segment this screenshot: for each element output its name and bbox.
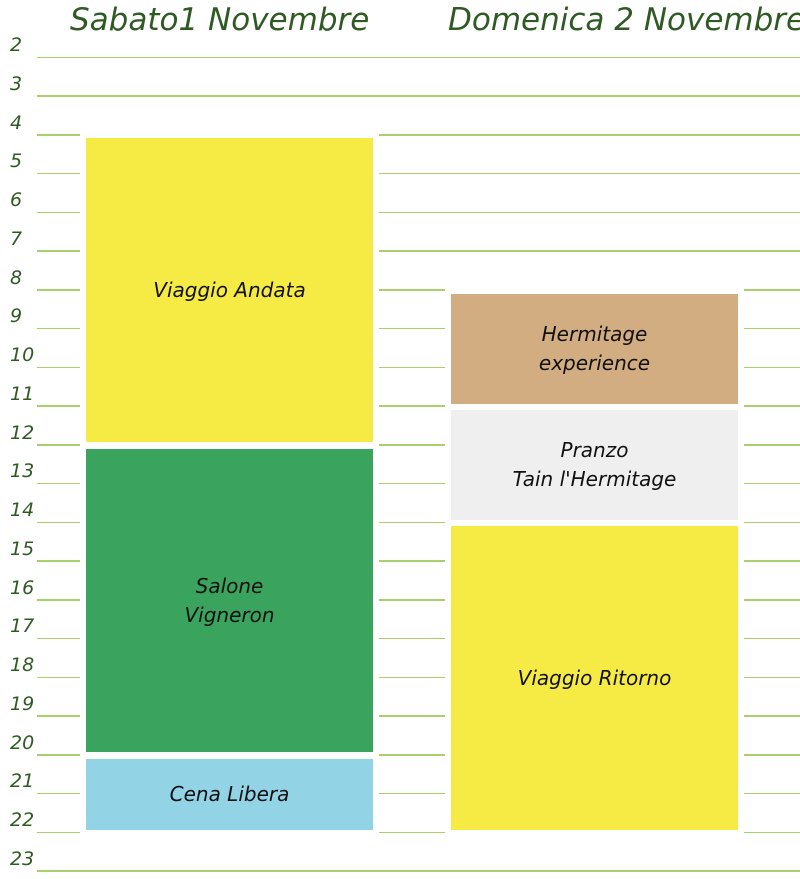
hour-line (37, 870, 800, 872)
event-viaggio-andata[interactable]: Viaggio Andata (80, 132, 379, 448)
hour-label: 5 (10, 150, 23, 173)
hour-row: 16 (0, 562, 800, 601)
event-pranzo[interactable]: Pranzo Tain l'Hermitage (445, 404, 744, 526)
event-hermitage-experience[interactable]: Hermitage experience (445, 288, 744, 410)
hour-row: 3 (0, 58, 800, 97)
hour-row: 13 (0, 445, 800, 485)
hour-line (37, 637, 800, 640)
hour-row: 20 (0, 717, 800, 756)
hour-line (37, 172, 800, 175)
hour-label: 21 (10, 770, 35, 793)
event-salone-vigneron[interactable]: Salone Vigneron (80, 443, 379, 758)
hour-line (37, 250, 800, 252)
hour-row: 18 (0, 639, 800, 678)
hour-label: 16 (10, 576, 35, 599)
hour-line (37, 95, 800, 97)
hour-row: 10 (0, 329, 800, 368)
hour-label: 11 (10, 382, 35, 405)
hour-line (37, 134, 800, 136)
hour-line (37, 521, 800, 523)
hour-label: 17 (10, 615, 35, 638)
hour-row: 17 (0, 600, 800, 640)
hour-row: 14 (0, 484, 800, 523)
hour-row: 19 (0, 678, 800, 717)
hour-line (37, 482, 800, 485)
hour-line (37, 444, 800, 446)
hour-label: 3 (10, 72, 23, 95)
hour-label: 23 (10, 847, 35, 870)
hour-label: 19 (10, 692, 35, 715)
event-cena-libera[interactable]: Cena Libera (80, 753, 379, 836)
hour-row: 8 (0, 252, 800, 291)
hour-line (37, 56, 800, 58)
hour-row: 22 (0, 794, 800, 833)
hour-line (37, 366, 800, 368)
hour-label: 13 (10, 460, 35, 483)
hour-line (37, 211, 800, 213)
hour-label: 18 (10, 654, 35, 676)
hour-row: 2 (0, 19, 800, 58)
hour-row: 21 (0, 755, 800, 795)
hour-row: 12 (0, 407, 800, 446)
hour-line (37, 792, 800, 795)
hour-label: 20 (10, 731, 35, 754)
hour-row: 23 (0, 833, 800, 872)
hour-line (37, 715, 800, 717)
day-title-sunday: Domenica 2 Novembre (448, 2, 800, 38)
hour-line (37, 754, 800, 756)
hour-row: 4 (0, 97, 800, 136)
hour-row: 5 (0, 135, 800, 175)
hour-label: 8 (10, 266, 23, 289)
hour-line (37, 289, 800, 291)
hour-line (37, 327, 800, 330)
hour-line (37, 405, 800, 407)
hour-row: 9 (0, 290, 800, 330)
hour-label: 15 (10, 537, 35, 560)
hour-label: 22 (10, 809, 35, 831)
hour-label: 2 (10, 34, 23, 56)
event-viaggio-ritorno[interactable]: Viaggio Ritorno (445, 520, 744, 836)
hour-label: 10 (10, 344, 35, 366)
hour-label: 4 (10, 111, 23, 134)
hour-row: 7 (0, 213, 800, 252)
hour-row: 11 (0, 368, 800, 407)
hour-label: 7 (10, 227, 23, 250)
hour-label: 6 (10, 189, 23, 211)
hour-label: 14 (10, 499, 35, 521)
hour-row: 15 (0, 523, 800, 562)
hour-line (37, 599, 800, 601)
hour-line (37, 676, 800, 678)
day-title-saturday: Sabato1 Novembre (70, 2, 370, 38)
hour-label: 12 (10, 421, 35, 444)
hour-line (37, 560, 800, 562)
hour-line (37, 831, 800, 833)
hour-label: 9 (10, 305, 23, 328)
hour-row: 6 (0, 174, 800, 213)
